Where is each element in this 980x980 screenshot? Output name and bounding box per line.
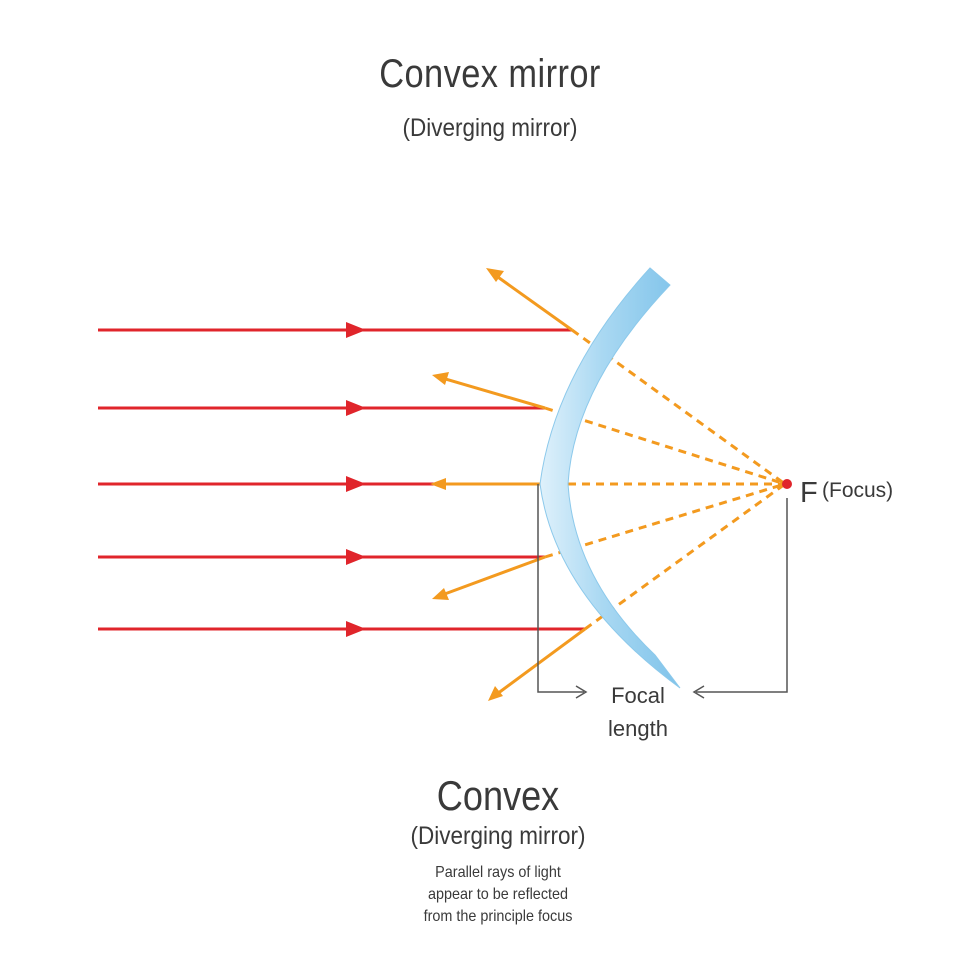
page-title: Convex mirror [379,52,601,96]
arrow-icon [432,372,449,385]
arrow-icon [430,478,446,490]
caption-subtitle: (Diverging mirror) [410,822,586,850]
arrow-icon [432,588,449,600]
arrow-right-icon [575,685,588,699]
incident-ray [98,400,545,416]
arrow-icon [488,686,503,701]
page-subtitle: (Diverging mirror) [402,114,578,142]
caption-description: Parallel rays of light appear to be refl… [423,864,573,925]
focal-length-label-line1: Focal [611,683,665,708]
reflected-rays [430,268,586,701]
incident-ray [98,549,545,565]
virtual-ray [584,482,786,631]
arrow-right-icon [346,476,366,492]
arrow-right-icon [346,549,366,565]
convex-mirror [539,267,681,689]
focal-length-label-line2: length [608,716,668,741]
arrow-icon [486,268,504,282]
focus-point [782,479,792,489]
arrow-right-icon [346,322,366,338]
reflected-ray [488,627,586,701]
dimension-line [537,484,584,693]
incident-ray [98,621,585,637]
reflected-ray [432,555,546,600]
incident-rays [98,322,585,637]
reflected-ray [486,268,573,332]
arrow-left-icon [692,685,705,699]
focal-length-indicator [537,484,788,699]
dimension-line [696,498,788,693]
caption-title: Convex [436,772,560,819]
focus-letter: F [800,477,818,509]
reflected-ray [430,478,540,490]
incident-ray [98,322,572,338]
arrow-right-icon [346,400,366,416]
focus-label: (Focus) [822,479,893,502]
reflected-ray [432,372,546,410]
arrow-right-icon [346,621,366,637]
